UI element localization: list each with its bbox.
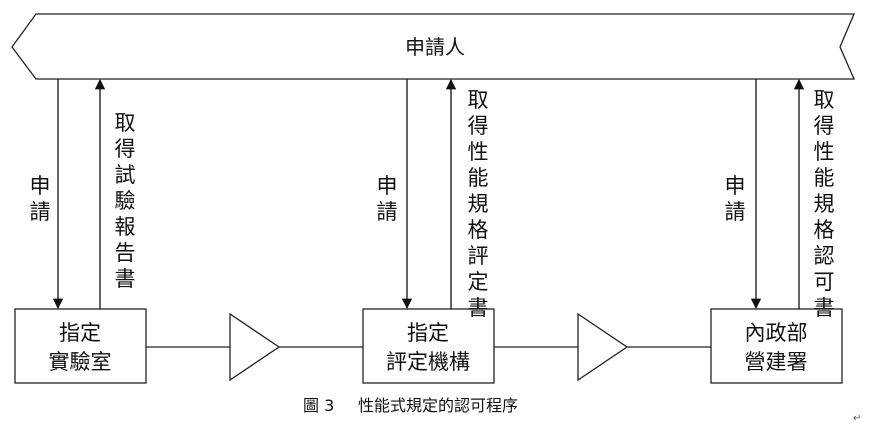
figure-caption: 性能式規定的認可程序 [358,396,518,415]
flow-triangle-1 [229,312,281,382]
return-label-1: 取得試驗報告書 [115,111,136,291]
flow-connector-1 [146,312,363,382]
return-label-2: 取得性能規格評定書 [468,88,489,320]
ministry-agency-box: 內政部 營建署 [710,308,843,384]
continuation-mark: ↵ [853,413,861,424]
apply-label-1: 申請 [30,174,51,224]
figure-number: 圖 3 [303,396,334,415]
ministry-agency-line1: 內政部 [745,321,808,345]
designated-lab-line2: 實驗室 [49,350,112,374]
applicant-label: 申請人 [405,35,465,59]
evaluation-body-line2: 評定機構 [386,350,470,374]
flow-triangle-2 [577,312,629,382]
return-label-3: 取得性能規格認可書 [814,88,835,320]
designated-lab-box: 指定 實驗室 [14,308,147,384]
designated-evaluation-body-box: 指定 評定機構 [362,308,495,384]
apply-label-2: 申請 [377,174,398,224]
designated-lab-line1: 指定 [59,321,101,345]
flow-connector-2 [494,312,711,382]
ministry-agency-line2: 營建署 [745,350,808,374]
evaluation-body-line1: 指定 [407,321,449,345]
apply-label-3: 申請 [725,174,746,224]
applicant-banner: 申請人 [11,13,855,80]
applicant-banner-shape [11,13,855,80]
